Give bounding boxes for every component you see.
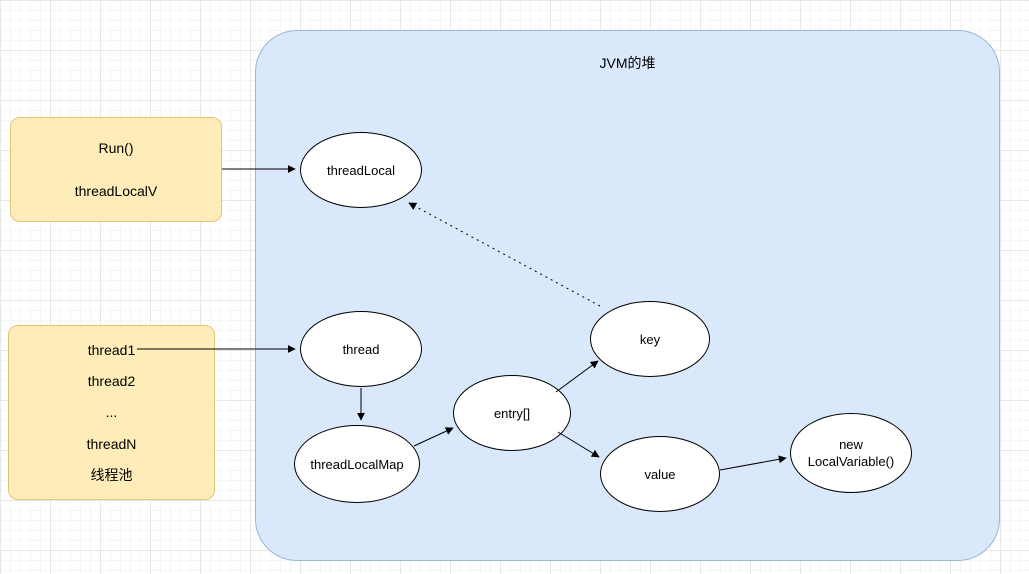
node-localvariable[interactable]: new LocalVariable() xyxy=(790,413,912,493)
pool-note-line-4: threadN xyxy=(86,435,137,452)
node-key[interactable]: key xyxy=(590,301,710,377)
edge-value-to-localvariable[interactable] xyxy=(719,455,787,471)
edge-threadlocalmap-to-entry[interactable] xyxy=(413,427,454,447)
node-entry-label: entry[] xyxy=(493,405,531,421)
thread-pool-note[interactable]: thread1 thread2 ... threadN 线程池 xyxy=(8,325,215,500)
heap-title: JVM的堆 xyxy=(599,55,656,71)
node-entry[interactable]: entry[] xyxy=(453,375,571,451)
pool-note-line-3: ... xyxy=(105,404,118,421)
run-note-line-1: Run() xyxy=(98,139,134,156)
node-threadlocal[interactable]: threadLocal xyxy=(300,132,422,208)
node-localvariable-label: new LocalVariable() xyxy=(807,437,895,469)
node-threadlocalmap-label: threadLocalMap xyxy=(310,456,404,472)
pool-note-line-5: 线程池 xyxy=(90,467,133,484)
node-thread-label: thread xyxy=(342,341,380,357)
pool-note-line-1: thread1 xyxy=(87,341,136,358)
pool-note-line-2: thread2 xyxy=(87,373,136,390)
node-thread[interactable]: thread xyxy=(300,311,422,387)
node-threadlocalmap[interactable]: threadLocalMap xyxy=(294,425,420,503)
node-threadlocal-label: threadLocal xyxy=(327,162,395,178)
edge-key-to-threadlocal-dotted[interactable] xyxy=(408,202,601,307)
node-value[interactable]: value xyxy=(600,436,720,512)
edge-entry-to-value[interactable] xyxy=(557,431,600,458)
run-note-line-2: threadLocalV xyxy=(74,183,158,200)
edge-entry-to-key[interactable] xyxy=(555,360,599,393)
node-key-label: key xyxy=(639,331,661,347)
node-value-label: value xyxy=(644,466,676,482)
run-note[interactable]: Run() threadLocalV xyxy=(10,117,222,222)
